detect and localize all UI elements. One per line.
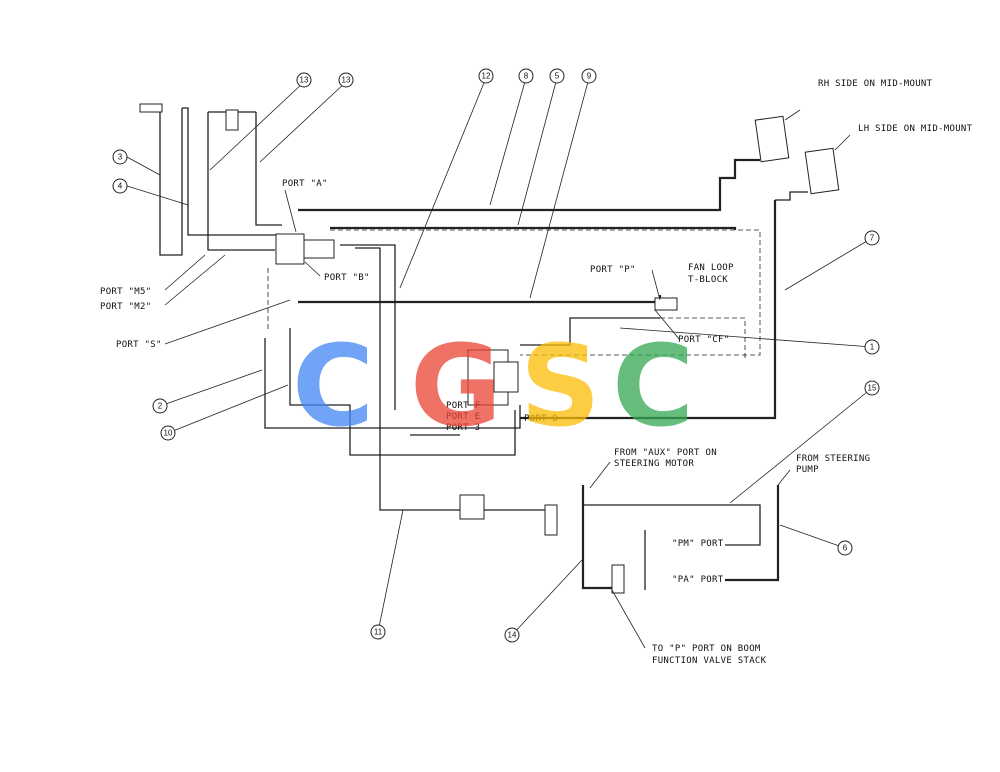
label-steering-motor: STEERING MOTOR bbox=[614, 459, 694, 469]
hose-2 bbox=[264, 338, 521, 429]
label-port-d: PORT D bbox=[524, 414, 558, 424]
label-port-b: PORT "B" bbox=[324, 273, 370, 283]
callout-10: 10 bbox=[160, 425, 176, 441]
svg-text:10: 10 bbox=[164, 429, 173, 438]
watermark-letter-c1: C bbox=[292, 322, 374, 452]
svg-text:14: 14 bbox=[508, 631, 517, 640]
svg-text:6: 6 bbox=[843, 544, 848, 553]
hose-9 bbox=[298, 295, 662, 304]
hose-15 bbox=[583, 504, 761, 546]
svg-text:1: 1 bbox=[870, 343, 875, 352]
callout-6: 6 bbox=[837, 540, 853, 556]
pump-block bbox=[275, 233, 305, 265]
label-port-3: PORT 3 bbox=[446, 423, 480, 433]
watermark-letter-c2: C bbox=[612, 322, 694, 452]
label-steering-pump-1: FROM STEERING bbox=[796, 454, 870, 464]
svg-text:12: 12 bbox=[482, 72, 491, 81]
callout-15: 15 bbox=[864, 380, 880, 396]
port-labels: RH SIDE ON MID-MOUNT LH SIDE ON MID-MOUN… bbox=[100, 79, 973, 666]
callout-14: 14 bbox=[504, 627, 520, 643]
hose-4 bbox=[182, 107, 278, 236]
hose-6 bbox=[725, 485, 780, 582]
label-boom-1: TO "P" PORT ON BOOM bbox=[652, 644, 761, 654]
filter-top bbox=[225, 109, 239, 131]
hose-14 bbox=[581, 485, 612, 590]
hose-8 bbox=[298, 158, 760, 212]
label-port-a: PORT "A" bbox=[282, 179, 328, 189]
callout-2: 2 bbox=[152, 398, 168, 414]
callout-12: 12 bbox=[478, 68, 494, 84]
label-fan-loop: FAN LOOP bbox=[688, 263, 734, 273]
return-dashed bbox=[330, 229, 761, 356]
label-rh-side: RH SIDE ON MID-MOUNT bbox=[818, 79, 933, 89]
label-port-p: PORT "P" bbox=[590, 265, 636, 275]
label-port-e: PORT E bbox=[446, 412, 480, 422]
svg-text:3: 3 bbox=[118, 153, 123, 162]
svg-text:11: 11 bbox=[374, 628, 383, 637]
lh-cooler bbox=[804, 147, 840, 195]
cf-dashed bbox=[660, 317, 746, 360]
callout-1: 1 bbox=[864, 339, 880, 355]
svg-text:8: 8 bbox=[524, 72, 529, 81]
label-pm-port: "PM" PORT bbox=[672, 539, 724, 549]
sensor-fitting bbox=[139, 103, 163, 113]
svg-text:4: 4 bbox=[118, 182, 123, 191]
hose-12 bbox=[340, 244, 396, 410]
hose-13a bbox=[207, 112, 275, 251]
callout-3: 3 bbox=[112, 149, 128, 165]
hose-3 bbox=[159, 108, 183, 256]
svg-text:2: 2 bbox=[158, 402, 163, 411]
svg-text:13: 13 bbox=[300, 76, 309, 85]
rh-cooler bbox=[754, 115, 790, 163]
label-port-m5: PORT "M5" bbox=[100, 287, 151, 297]
watermark-letter-s: S bbox=[520, 322, 601, 452]
boom-connector bbox=[611, 564, 625, 594]
label-port-cf: PORT "CF" bbox=[678, 335, 729, 345]
label-port-f: PORT F bbox=[446, 401, 480, 411]
pump-body bbox=[303, 239, 335, 259]
svg-text:7: 7 bbox=[870, 234, 875, 243]
label-pa-port: "PA" PORT bbox=[672, 575, 724, 585]
fan-loop-tblock bbox=[654, 297, 678, 311]
watermark-letter-g: G bbox=[410, 322, 502, 452]
label-boom-2: FUNCTION VALVE STACK bbox=[652, 656, 767, 666]
valve-manifold-side bbox=[493, 361, 519, 393]
label-aux-port: FROM "AUX" PORT ON bbox=[614, 448, 717, 458]
svg-text:9: 9 bbox=[587, 72, 592, 81]
hose-10 bbox=[289, 328, 516, 456]
callout-leaders bbox=[126, 77, 873, 649]
svg-text:5: 5 bbox=[555, 72, 560, 81]
hose-1 bbox=[520, 317, 660, 346]
hose-7 bbox=[520, 200, 777, 420]
hose-11 bbox=[355, 247, 420, 511]
callout-4: 4 bbox=[112, 178, 128, 194]
callout-11: 11 bbox=[370, 624, 386, 640]
callout-8: 8 bbox=[518, 68, 534, 84]
label-lh-side: LH SIDE ON MID-MOUNT bbox=[858, 124, 973, 134]
callout-13a: 13 bbox=[296, 72, 312, 88]
label-port-m2: PORT "M2" bbox=[100, 302, 151, 312]
check-valve bbox=[459, 494, 485, 520]
hose-13b bbox=[255, 112, 282, 226]
label-tblock: T-BLOCK bbox=[688, 275, 728, 285]
cgsc-watermark: C G S C bbox=[292, 322, 694, 452]
svg-text:15: 15 bbox=[868, 384, 877, 393]
label-port-s: PORT "S" bbox=[116, 340, 162, 350]
label-steering-pump-2: PUMP bbox=[796, 465, 819, 475]
callout-13b: 13 bbox=[338, 72, 354, 88]
filter-bottom bbox=[544, 504, 558, 536]
hose-7-top bbox=[775, 191, 808, 201]
callout-7: 7 bbox=[864, 230, 880, 246]
hose-routing bbox=[139, 103, 840, 594]
callout-5: 5 bbox=[549, 68, 565, 84]
hose-5 bbox=[330, 226, 737, 230]
svg-text:13: 13 bbox=[342, 76, 351, 85]
callout-9: 9 bbox=[581, 68, 597, 84]
callouts: 13 13 12 8 5 9 3 4 7 1 2 10 15 6 11 14 bbox=[112, 68, 880, 643]
